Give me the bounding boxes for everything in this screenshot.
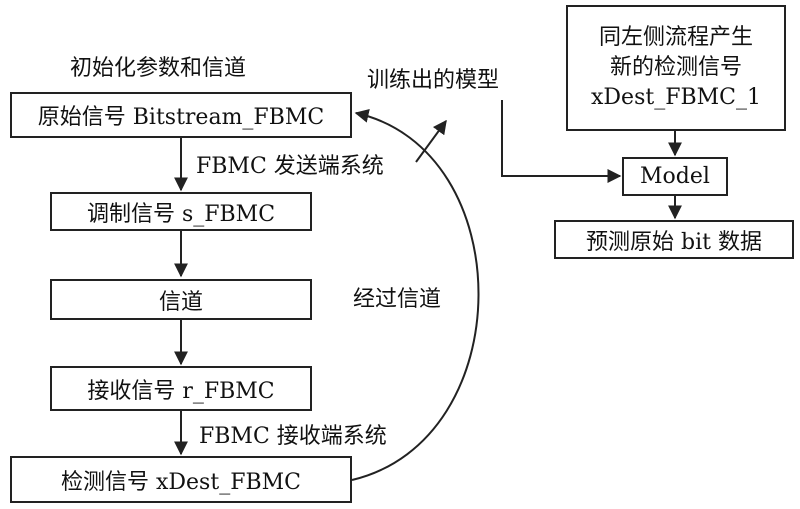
box-new-detected-signal: 同左侧流程产生 新的检测信号 xDest_FBMC_1	[566, 5, 786, 131]
box-original-signal: 原始信号 Bitstream_FBMC	[10, 92, 352, 138]
box-predict-bit: 预测原始 bit 数据	[554, 220, 794, 259]
curve-detected-to-original	[351, 108, 480, 481]
box-modulated-signal: 调制信号 s_FBMC	[50, 192, 312, 231]
arrow-trained-model-to-model	[501, 100, 622, 183]
label-through-channel: 经过信道	[353, 287, 442, 312]
box-detected-signal: 检测信号 xDest_FBMC	[10, 456, 352, 503]
label-trained-model: 训练出的模型	[367, 68, 500, 93]
box-received-signal: 接收信号 r_FBMC	[50, 366, 312, 411]
new-signal-line-3: xDest_FBMC_1	[591, 85, 761, 110]
new-signal-line-2: 新的检测信号	[609, 55, 742, 80]
init-title: 初始化参数和信道	[70, 56, 247, 81]
new-signal-line-1: 同左侧流程产生	[598, 25, 753, 50]
box-model: Model	[622, 157, 728, 196]
label-fbmc-rx: FBMC 接收端系统	[199, 424, 387, 449]
arrow-curve-to-trained-model	[415, 119, 447, 163]
label-fbmc-tx: FBMC 发送端系统	[196, 154, 384, 179]
box-channel: 信道	[50, 279, 312, 320]
